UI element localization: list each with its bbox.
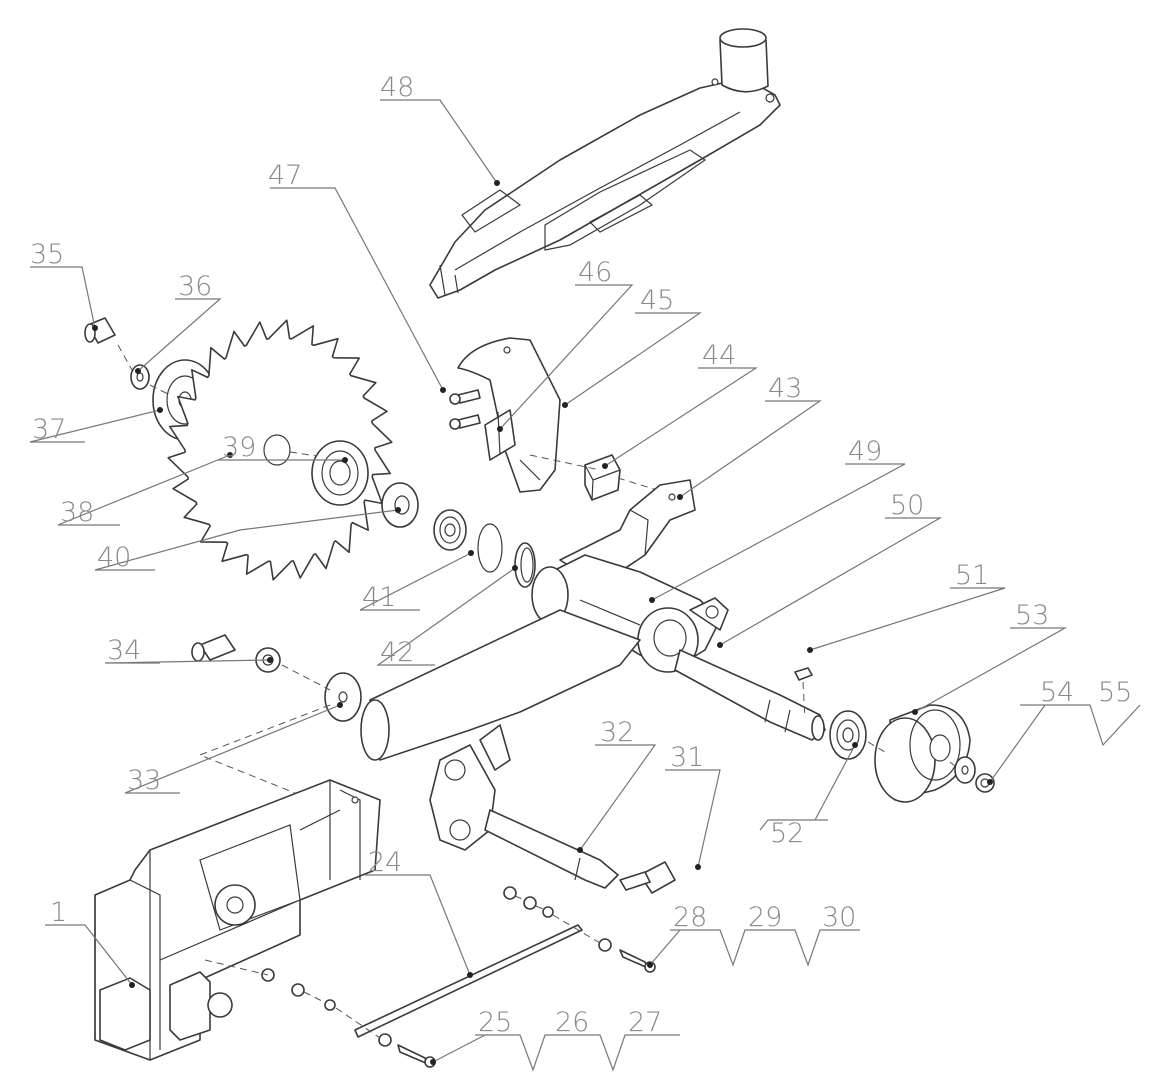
- part-47-screws: [449, 389, 481, 430]
- callout-31: 31: [670, 742, 704, 773]
- part-48-handle: [429, 28, 781, 299]
- callout-38: 38: [60, 497, 94, 528]
- leader-lines: [29, 99, 1141, 1072]
- callout-49: 49: [848, 436, 882, 467]
- part-42-ring: [514, 542, 536, 588]
- callout-33: 33: [127, 765, 161, 796]
- callout-29: 29: [748, 902, 782, 933]
- part-53-pulley: [874, 704, 971, 803]
- leader-dots: [92, 180, 993, 1065]
- part-49-housing: [531, 554, 729, 673]
- callout-39: 39: [222, 432, 256, 463]
- callout-47: 47: [268, 160, 302, 191]
- part-40-spacer: [381, 482, 419, 528]
- callout-48: 48: [380, 72, 414, 103]
- callout-1: 1: [50, 897, 67, 928]
- callout-53: 53: [1015, 600, 1049, 631]
- callout-30: 30: [822, 902, 856, 933]
- callout-54: 54: [1040, 677, 1074, 708]
- part-34-nut: [191, 634, 281, 673]
- callout-50: 50: [890, 490, 924, 521]
- callout-40: 40: [97, 542, 131, 573]
- callout-52: 52: [770, 818, 804, 849]
- part-44-block: [584, 454, 621, 501]
- part-41-circlip: [477, 523, 503, 573]
- part-52-bearing: [829, 710, 867, 760]
- part-33-washer: [324, 672, 362, 722]
- part-55-nut: [975, 773, 995, 793]
- part-51-key: [794, 667, 813, 681]
- callout-37: 37: [32, 414, 66, 445]
- callout-35: 35: [30, 239, 64, 270]
- part-41-bearing: [433, 509, 467, 551]
- callout-26: 26: [555, 1007, 589, 1038]
- callout-34: 34: [107, 635, 141, 666]
- part-32-lower-arm: [360, 609, 641, 889]
- callout-25: 25: [478, 1007, 512, 1038]
- callout-27: 27: [628, 1007, 662, 1038]
- callout-43: 43: [768, 373, 802, 404]
- callout-labels: 48 47 46 45 44 43 49 50 51 53 54 55 52 3…: [30, 72, 1132, 1038]
- part-31-bolt: [619, 861, 676, 894]
- callout-28: 28: [673, 902, 707, 933]
- part-1-base: [94, 779, 381, 1061]
- callout-42: 42: [380, 637, 414, 668]
- part-24-rod: [354, 924, 583, 1038]
- part-25-27-fasteners: [261, 968, 436, 1068]
- part-54-washer: [954, 756, 976, 784]
- part-35-bolt: [84, 317, 116, 344]
- callout-51: 51: [955, 560, 989, 591]
- part-46-bracket: [484, 409, 516, 461]
- part-50-shaft: [674, 649, 826, 741]
- callout-36: 36: [178, 271, 212, 302]
- callout-41: 41: [362, 582, 396, 613]
- part-38-saw-blade: [167, 319, 393, 581]
- callout-44: 44: [702, 340, 736, 371]
- callout-24: 24: [368, 847, 402, 878]
- callout-32: 32: [600, 717, 634, 748]
- callout-45: 45: [640, 285, 674, 316]
- callout-46: 46: [578, 257, 612, 288]
- part-39-flange: [311, 440, 369, 506]
- callout-55: 55: [1098, 677, 1132, 708]
